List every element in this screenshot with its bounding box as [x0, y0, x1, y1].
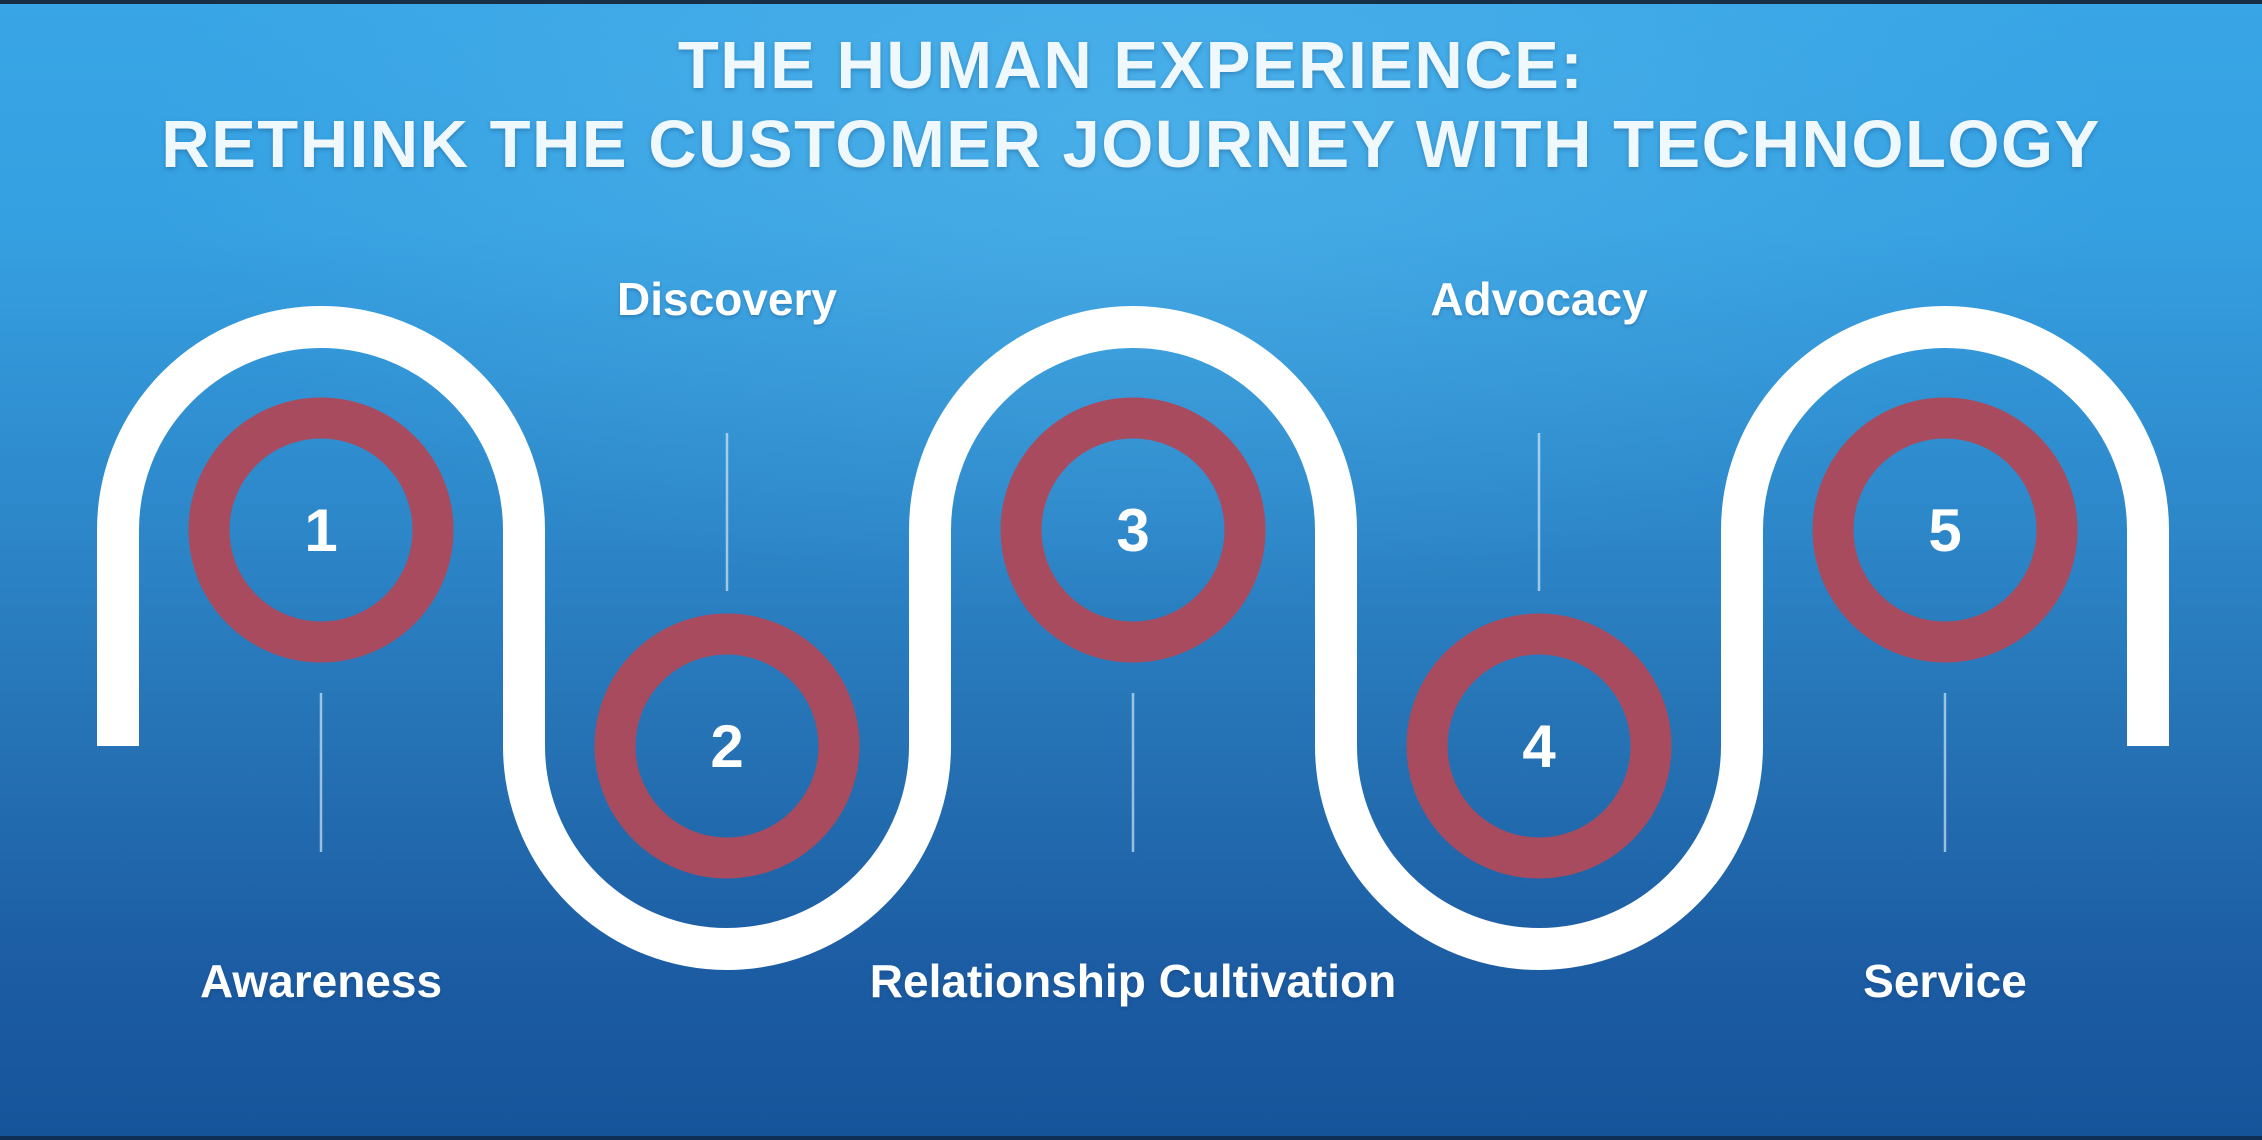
- stage-number-1: 1: [304, 497, 337, 564]
- slide-title: THE HUMAN EXPERIENCE: RETHINK THE CUSTOM…: [0, 26, 2262, 184]
- stage-number-5: 5: [1928, 497, 1961, 564]
- stage-label-relationship-cultivation: Relationship Cultivation: [869, 955, 1397, 1007]
- top-edge-strip: [0, 0, 2262, 4]
- stage-circle-1: [188, 397, 454, 663]
- stage-number-3: 3: [1116, 497, 1149, 564]
- stage-number-2: 2: [710, 713, 743, 780]
- stage-circle-5: [1812, 397, 2078, 663]
- title-line-2: RETHINK THE CUSTOMER JOURNEY WITH TECHNO…: [161, 107, 2101, 182]
- stage-label-awareness: Awareness: [199, 955, 443, 1007]
- stage-circle-4: [1406, 613, 1672, 879]
- stage-label-discovery: Discovery: [617, 273, 837, 325]
- stage-number-4: 4: [1522, 713, 1556, 780]
- stage-label-advocacy: Advocacy: [1430, 273, 1648, 325]
- serpentine-path: [97, 306, 2169, 970]
- bottom-edge-strip: [0, 1136, 2262, 1140]
- stage-label-service: Service: [1863, 955, 2027, 1007]
- title-line-1: THE HUMAN EXPERIENCE:: [677, 28, 1585, 103]
- stage-circle-2: [594, 613, 860, 879]
- stage-circle-3: [1000, 397, 1266, 663]
